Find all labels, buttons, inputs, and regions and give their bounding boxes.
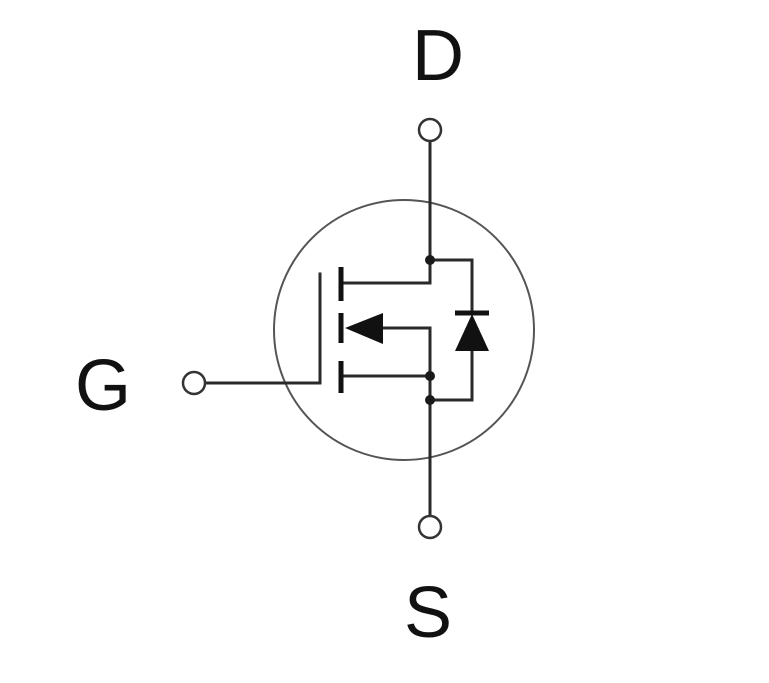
gate-terminal-pin: [181, 370, 207, 396]
diode-triangle: [455, 314, 489, 351]
device-envelope: [273, 199, 535, 461]
body-arrow: [345, 313, 383, 344]
gate-label: G: [75, 346, 131, 426]
junction-node-diode: [425, 395, 435, 405]
source-label: S: [404, 573, 452, 653]
drain-terminal-pin: [417, 117, 443, 143]
junction-node-drain: [425, 255, 435, 265]
junction-node-source: [425, 371, 435, 381]
source-terminal-pin: [417, 514, 443, 540]
drain-label: D: [412, 16, 464, 96]
